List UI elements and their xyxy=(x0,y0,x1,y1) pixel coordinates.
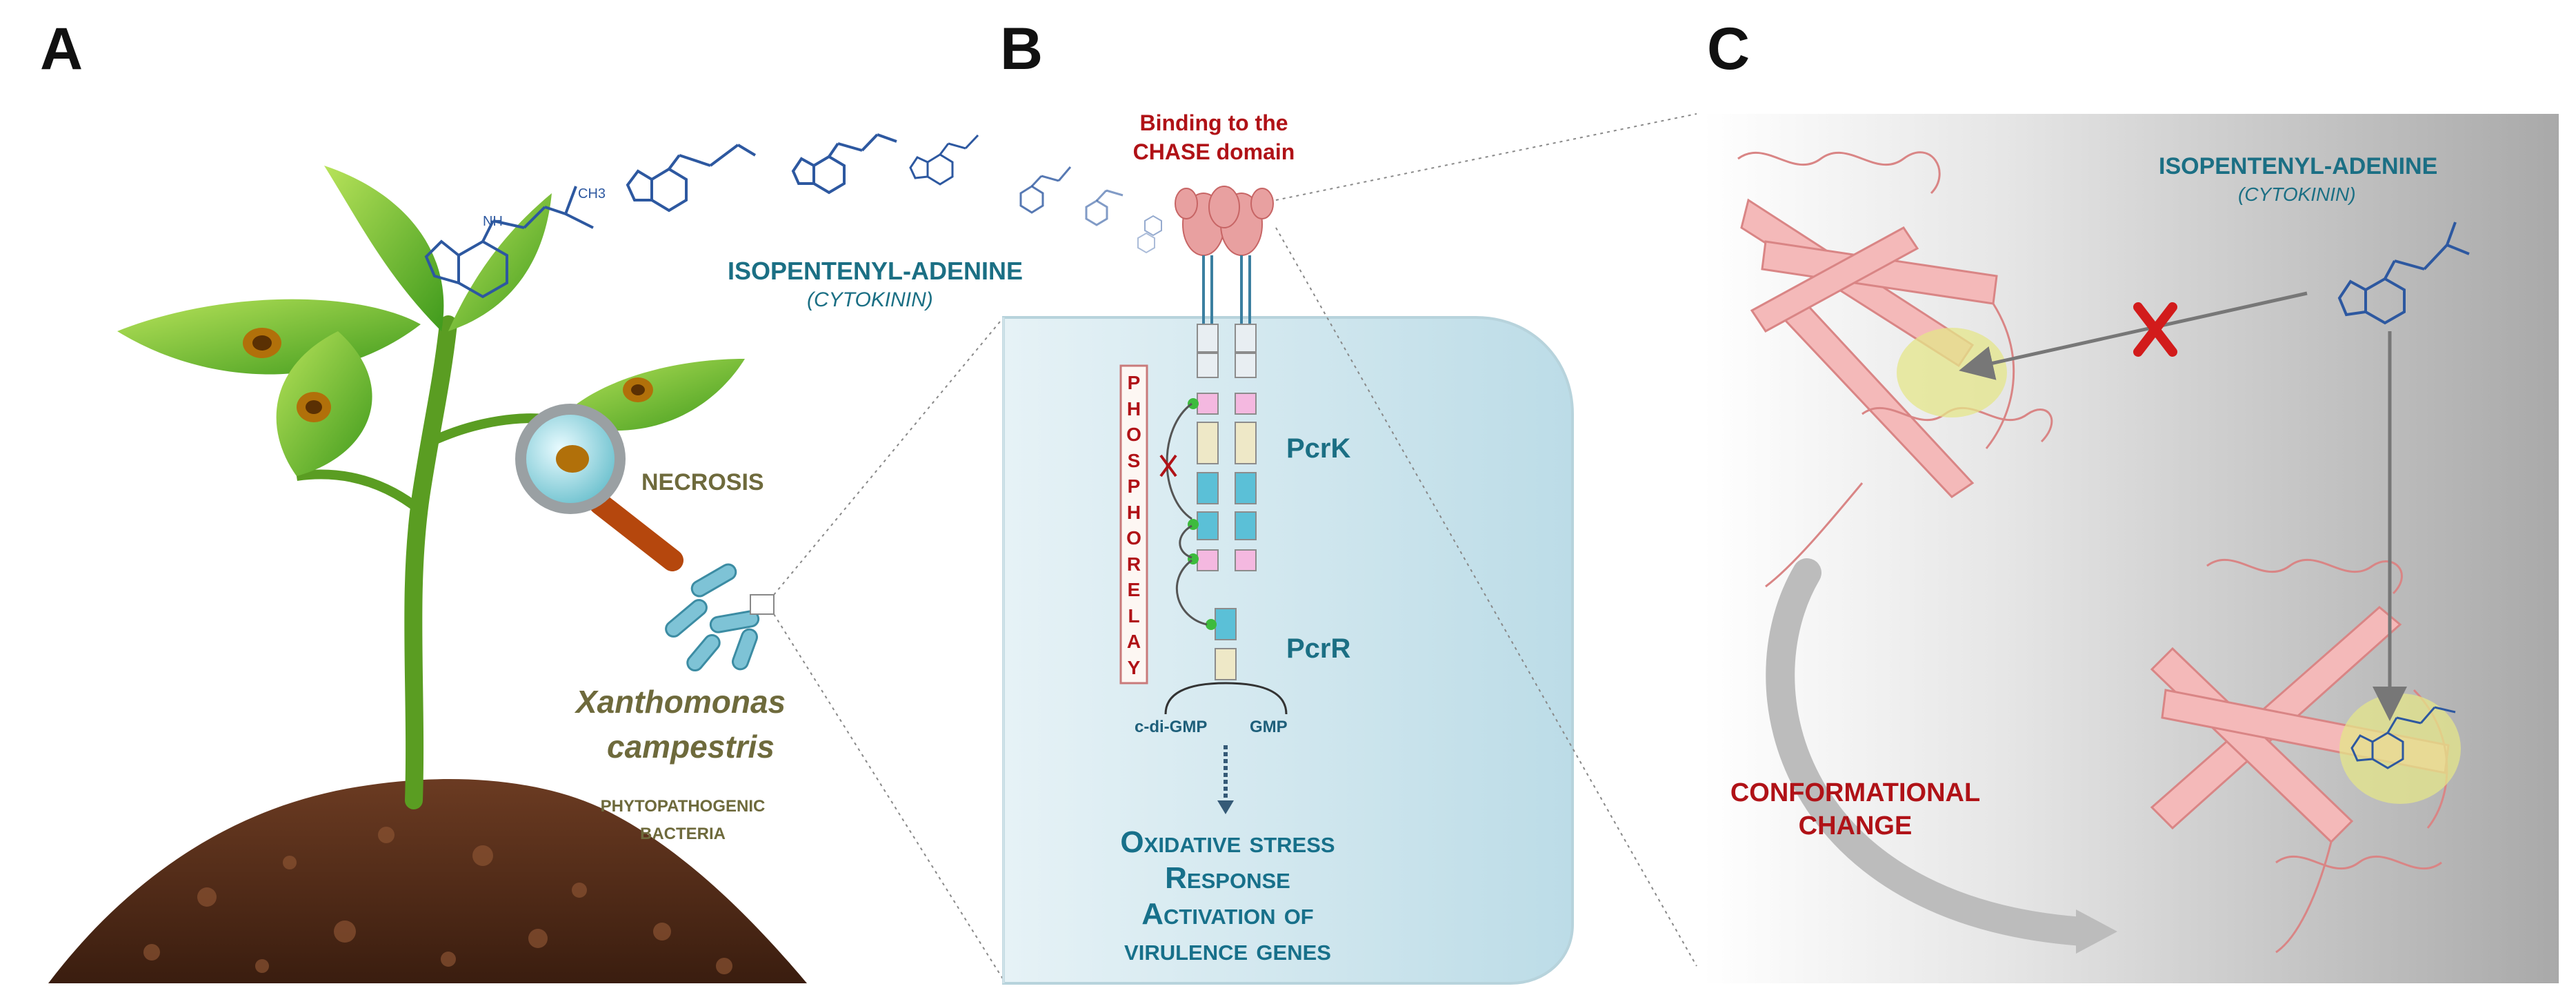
molecule-nh-label: NH xyxy=(483,214,503,229)
binding-line-2: CHASE domain xyxy=(1132,139,1295,164)
pcrk-label: PcrK xyxy=(1286,433,1351,464)
gmp-label: GMP xyxy=(1250,718,1288,736)
binding-pocket-empty xyxy=(1897,328,2007,417)
phosphorelay-letter: S xyxy=(1127,449,1141,471)
panel-label-b: B xyxy=(1000,16,1044,82)
cytokinin-molecules xyxy=(424,133,1162,299)
phosphorelay-box xyxy=(1119,364,1148,685)
phosphorelay-letter: A xyxy=(1126,631,1141,652)
necrosis-label: NECROSIS xyxy=(641,469,764,495)
molecule-ch3-label: CH3 xyxy=(578,186,606,201)
phosphorelay-letter: P xyxy=(1127,475,1141,497)
phosphorelay-letter: O xyxy=(1126,424,1141,445)
outcome-line-2: Response xyxy=(1165,861,1290,895)
cdigmp-label: c-di-GMP xyxy=(1135,718,1208,736)
panel-label-a: A xyxy=(40,16,83,82)
ligand-name-a: ISOPENTENYL-ADENINE xyxy=(728,257,1024,285)
outcome-line-3: Activation of xyxy=(1141,897,1314,931)
outcome-line-4: virulence genes xyxy=(1124,933,1331,967)
pcrk-domain-stack xyxy=(1197,324,1257,680)
phosphorelay-letter: H xyxy=(1126,397,1141,420)
species-genus: Xanthomonas xyxy=(576,684,786,720)
blocked-binding-x-icon xyxy=(2133,302,2177,357)
phosphorelay-letter: L xyxy=(1128,604,1140,627)
zoom-box xyxy=(750,594,775,615)
phosphorelay-letter: E xyxy=(1127,579,1141,600)
blocked-transfer-x-icon xyxy=(1159,454,1177,478)
outcome-line-1: Oxidative stress xyxy=(1120,825,1335,859)
phosphorelay-letter: O xyxy=(1126,527,1141,549)
outcome-text: Oxidative stress Response Activation of … xyxy=(1055,825,1400,968)
soil-texture xyxy=(143,827,732,974)
ligand-name-c: ISOPENTENYL-ADENINE xyxy=(2159,153,2438,179)
binding-pocket-occupied xyxy=(2339,693,2461,804)
phosphorelay-letter: R xyxy=(1126,553,1141,575)
protein-structure-unbound xyxy=(1737,151,2053,588)
conformational-change-line-1: CONFORMATIONAL xyxy=(1730,778,1981,807)
pcrr-label: PcrR xyxy=(1286,633,1351,664)
phosphorelay-letter: Y xyxy=(1127,656,1141,678)
conformational-change-line-2: CHANGE xyxy=(1798,811,1913,840)
ligand-class-a: (CYTOKININ) xyxy=(807,288,933,311)
soil-mound xyxy=(48,779,807,983)
species-epithet: campestris xyxy=(607,729,775,765)
bacteria-cluster xyxy=(665,563,760,672)
panel-c-background xyxy=(1704,114,2559,983)
panel-label-c: C xyxy=(1707,16,1750,82)
binding-line-1: Binding to the xyxy=(1139,110,1288,135)
chase-domain-receptor xyxy=(1175,186,1274,256)
phosphorelay-letter: P xyxy=(1127,372,1141,393)
free-ligand xyxy=(2337,222,2470,325)
leaf-top-left xyxy=(324,166,444,331)
magnifying-glass-icon xyxy=(515,404,683,571)
phosphorelay-letter: H xyxy=(1126,501,1141,523)
bacteria-line-2: BACTERIA xyxy=(640,825,726,843)
necrotic-spots xyxy=(243,328,653,422)
plant-stem xyxy=(404,315,457,809)
ligand-class-c: (CYTOKININ) xyxy=(2238,184,2356,205)
bacteria-line-1: PHYTOPATHOGENIC xyxy=(600,797,766,816)
